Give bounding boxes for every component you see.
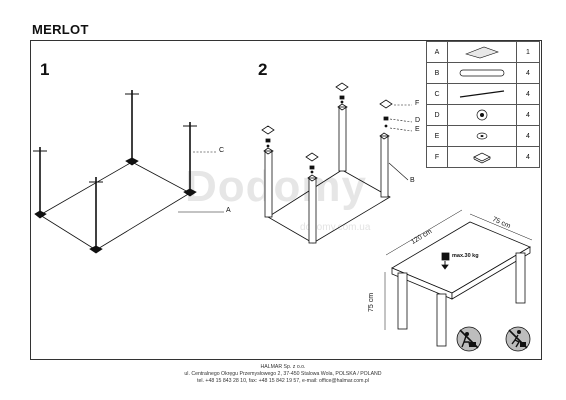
max-load-label: max.30 kg	[452, 253, 479, 259]
no-standing-on-chair-icon	[456, 326, 482, 352]
parts-row-c: C 4	[426, 83, 540, 105]
label-c-step1: C	[219, 147, 225, 154]
footer-address: ul. Centralnego Okręgu Przemysłowego 2, …	[184, 371, 382, 377]
step-number-2: 2	[258, 60, 268, 79]
footer-company: HALMAR Sp. z o.o.	[260, 364, 306, 370]
step-number-1: 1	[40, 60, 50, 79]
label-f-step2: F	[415, 100, 420, 107]
footer-contact: tel. +48 15 843 28 10, fax: +48 15 842 1…	[197, 378, 369, 384]
leg-tube-icon	[447, 62, 517, 84]
part-qty: 4	[516, 146, 540, 168]
instruction-frame	[30, 40, 542, 360]
parts-table: A 1 B 4 C 4 D 4 E 4 F 4	[426, 41, 540, 168]
foot-cap-icon	[447, 146, 517, 168]
tabletop-outline-2	[267, 169, 391, 244]
watermark-url: dodomy.com.ua	[300, 222, 371, 233]
label-a-step1: A	[226, 207, 231, 214]
parts-row-b: B 4	[426, 62, 540, 84]
washer-icon	[447, 125, 517, 147]
dim-height: 75 cm	[368, 292, 375, 312]
parts-row-f: F 4	[426, 146, 540, 168]
label-e-step2: E	[415, 126, 420, 133]
label-b-step2: B	[410, 177, 415, 184]
no-climbing-icon	[505, 326, 531, 352]
label-d-step2: D	[415, 117, 421, 124]
document-title: MERLOT	[32, 22, 89, 37]
watermark-brand: Dodomy	[185, 162, 367, 211]
